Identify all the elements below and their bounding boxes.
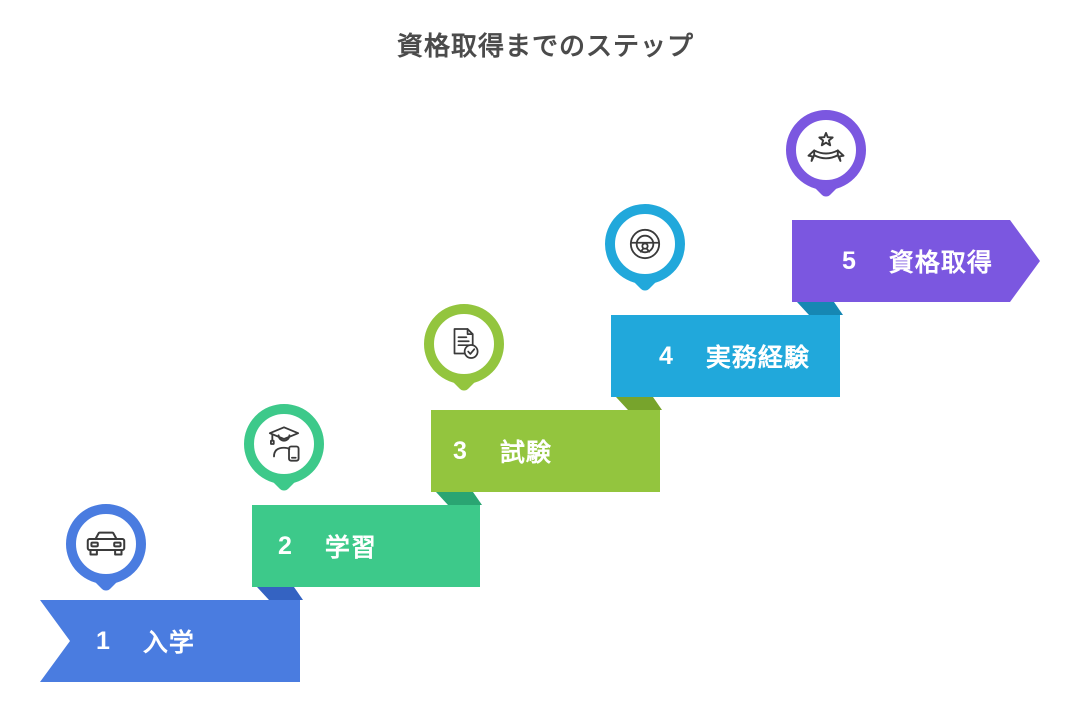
pin-circle <box>424 304 504 384</box>
step-1-bar: 1 入学 <box>40 600 300 682</box>
steering-wheel-icon <box>629 228 661 260</box>
step-2-location-pin <box>244 404 324 493</box>
student-phone-icon <box>268 426 300 462</box>
ribbon-fold-4-5 <box>797 302 843 315</box>
step-2-bar: 2 学習 <box>252 505 480 587</box>
ribbon-fold-1-2 <box>257 587 303 600</box>
step-1-location-pin <box>66 504 146 593</box>
step-label: 実務経験 <box>705 344 810 372</box>
ribbon-fold-2-3 <box>436 492 482 505</box>
car-icon <box>86 531 126 556</box>
page-title: 資格取得までのステップ <box>396 31 694 61</box>
step-4-location-pin <box>605 204 685 293</box>
step-label: 入学 <box>142 629 195 657</box>
step-number: 2 <box>278 531 293 560</box>
ribbon-fold-3-4 <box>616 397 662 410</box>
step-5-location-pin <box>786 110 866 199</box>
pin-circle <box>605 204 685 284</box>
step-number: 4 <box>659 341 674 370</box>
step-4-bar: 4 実務経験 <box>611 315 840 397</box>
step-label: 試験 <box>499 439 552 467</box>
step-label: 資格取得 <box>888 249 993 277</box>
pin-circle <box>244 404 324 484</box>
step-5-bar: 5 資格取得 <box>792 220 1040 302</box>
award-ribbon-icon <box>807 131 845 162</box>
step-number: 5 <box>842 246 857 275</box>
pin-circle <box>66 504 146 584</box>
step-3-location-pin <box>424 304 504 393</box>
step-number: 1 <box>96 626 111 655</box>
pin-circle <box>786 110 866 190</box>
step-3-bar: 3 試験 <box>431 410 660 492</box>
step-label: 学習 <box>324 534 377 562</box>
step-number: 3 <box>453 436 468 465</box>
document-check-icon <box>453 328 479 359</box>
